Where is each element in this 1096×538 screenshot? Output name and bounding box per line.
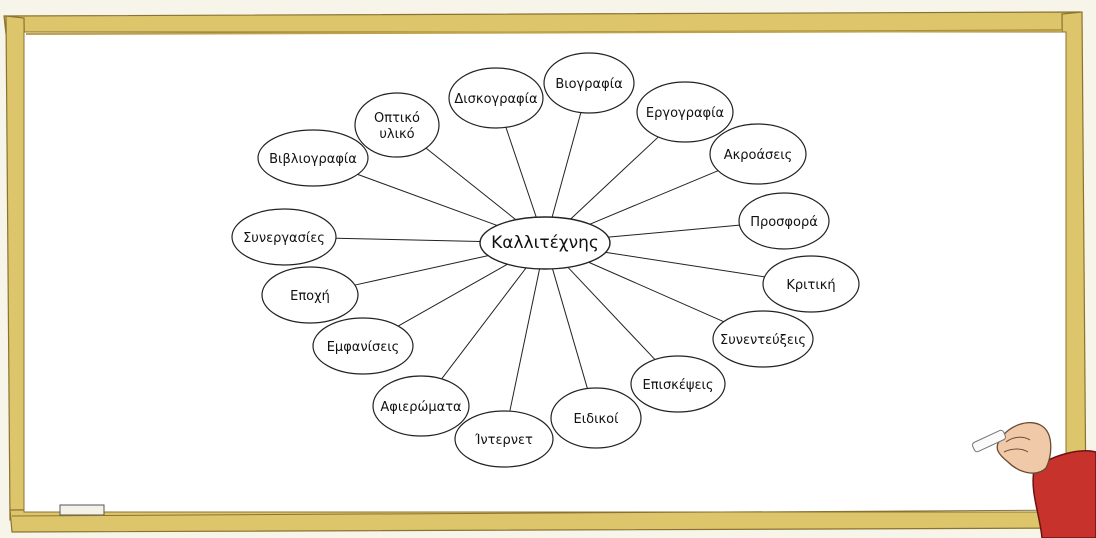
node-label-optiko-uliko-1: Οπτικό <box>374 111 420 126</box>
node-label-afieromata: Αφιερώματα <box>380 400 461 415</box>
node-akroaseis: Ακροάσεις <box>709 123 807 185</box>
node-center: Καλλιτέχνης <box>479 216 611 270</box>
node-eidikoi: Ειδικοί <box>550 387 642 449</box>
node-ellipse-optiko-uliko <box>354 92 440 158</box>
node-ellipse-diskografia <box>448 67 544 129</box>
node-label-prosfora: Προσφορά <box>750 215 818 230</box>
edge-center-ergografia <box>570 136 659 220</box>
edge-center-internet <box>509 268 541 412</box>
node-ellipse-ergografia <box>636 81 734 143</box>
edge-center-vivliografia <box>357 173 498 226</box>
edge-center-optiko-uliko <box>425 147 517 221</box>
hand <box>996 422 1052 474</box>
node-ergografia: Εργογραφία <box>636 81 734 143</box>
node-label-diskografia: Δισκογραφία <box>454 92 537 107</box>
node-ellipse-episkepseis <box>630 355 726 413</box>
node-kritiki: Κριτική <box>762 255 860 313</box>
node-ellipse-center <box>479 216 611 270</box>
fingers <box>1003 436 1031 453</box>
node-ellipse-internet <box>454 410 554 468</box>
edge-center-eidikoi <box>552 268 588 389</box>
node-ellipse-synenteuxeis <box>712 310 814 368</box>
node-ellipse-kritiki <box>762 255 860 313</box>
node-emfaniseis: Εμφανίσεις <box>312 317 414 375</box>
node-label-optiko-uliko-2: υλικό <box>379 127 414 142</box>
node-afieromata: Αφιερώματα <box>372 375 470 437</box>
node-synergasies: Συνεργασίες <box>231 208 337 266</box>
node-ellipse-synergasies <box>231 208 337 266</box>
node-label-episkepseis: Επισκέψεις <box>643 378 714 393</box>
node-label-epochi: Εποχή <box>290 289 330 304</box>
node-ellipse-epochi <box>261 266 359 324</box>
node-ellipse-eidikoi <box>550 387 642 449</box>
node-label-synergasies: Συνεργασίες <box>243 231 325 246</box>
edge-center-emfaniseis <box>397 263 508 327</box>
node-internet: Ίντερνετ <box>454 410 554 468</box>
node-label-eidikoi: Ειδικοί <box>574 412 620 427</box>
node-label-akroaseis: Ακροάσεις <box>724 148 793 163</box>
node-label-viografia: Βιογραφία <box>555 77 622 92</box>
node-label-internet: Ίντερνετ <box>474 433 533 448</box>
node-ellipse-vivliografia <box>257 129 369 187</box>
edge-center-epochi <box>354 255 489 286</box>
frame-inner-shadow <box>25 30 1063 35</box>
edge-center-synergasies <box>335 237 481 243</box>
node-ellipse-akroaseis <box>709 123 807 185</box>
node-ellipse-afieromata <box>372 375 470 437</box>
eraser <box>59 504 105 516</box>
node-label-kritiki: Κριτική <box>786 278 835 293</box>
node-episkepseis: Επισκέψεις <box>630 355 726 413</box>
node-viografia: Βιογραφία <box>543 52 635 114</box>
sleeve <box>1032 450 1096 538</box>
chalk-tray <box>11 509 1089 517</box>
edge-center-prosfora <box>608 224 740 238</box>
chalk-stick <box>971 429 1007 453</box>
edge-center-synenteuxeis <box>588 261 724 323</box>
node-prosfora: Προσφορά <box>738 192 830 250</box>
node-epochi: Εποχή <box>261 266 359 324</box>
edges-layer <box>335 112 765 412</box>
node-label-center: Καλλιτέχνης <box>491 233 599 253</box>
node-label-vivliografia: Βιβλιογραφία <box>269 152 357 167</box>
node-vivliografia: Βιβλιογραφία <box>257 129 369 187</box>
edge-center-episkepseis <box>567 266 656 360</box>
edge-center-afieromata <box>441 267 527 380</box>
node-synenteuxeis: Συνεντεύξεις <box>712 310 814 368</box>
node-label-ergografia: Εργογραφία <box>646 106 724 121</box>
node-label-emfaniseis: Εμφανίσεις <box>327 340 400 355</box>
node-ellipse-emfaniseis <box>312 317 414 375</box>
edge-center-akroaseis <box>589 170 719 225</box>
node-diskografia: Δισκογραφία <box>448 67 544 129</box>
node-ellipse-prosfora <box>738 192 830 250</box>
edge-center-diskografia <box>505 127 537 218</box>
edge-center-kritiki <box>605 251 765 278</box>
teacher-hand-illustration <box>971 422 1096 538</box>
edge-center-viografia <box>551 112 582 218</box>
node-ellipse-viografia <box>543 52 635 114</box>
node-label-synenteuxeis: Συνεντεύξεις <box>720 333 806 348</box>
